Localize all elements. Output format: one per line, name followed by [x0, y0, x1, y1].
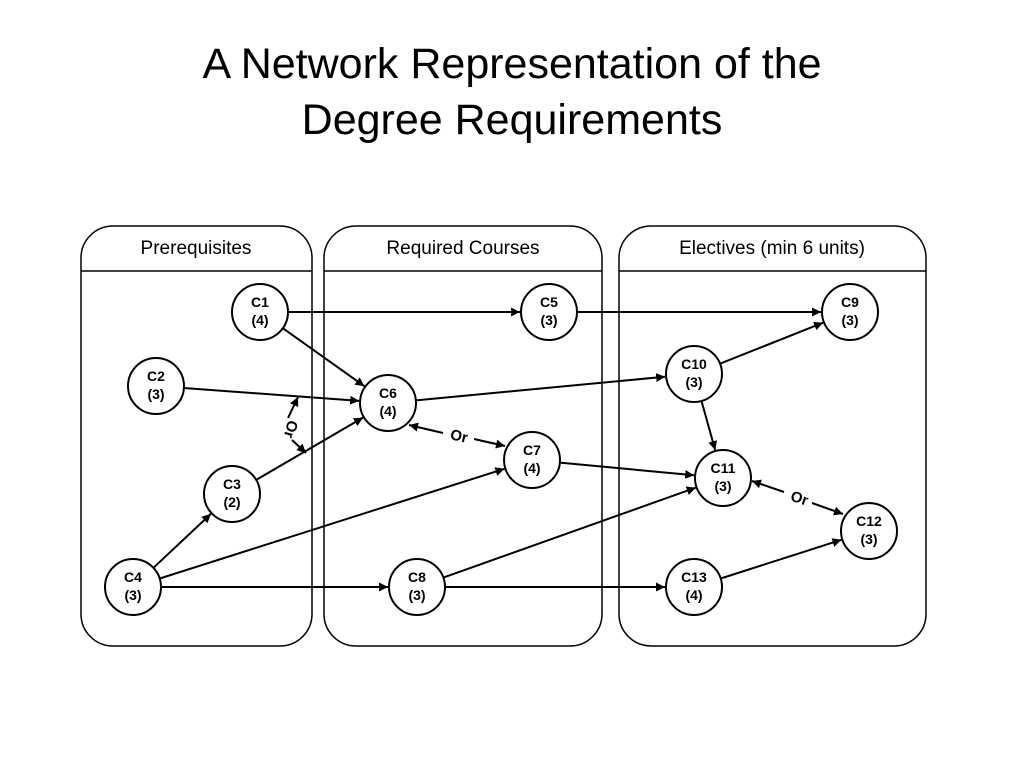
node-c3-units: (2) [223, 494, 240, 510]
node-c5-circle [520, 283, 578, 341]
edge-c7-to-c11 [559, 461, 695, 479]
node-c2-units: (3) [147, 386, 164, 402]
edge-c1-to-c6 [282, 327, 365, 388]
node-c9-units: (3) [841, 312, 858, 328]
node-c3: C3 (2) [203, 465, 261, 523]
node-c4: C4 (3) [104, 558, 162, 616]
node-c6: C6 (4) [359, 374, 417, 432]
node-c10-units: (3) [685, 374, 702, 390]
node-c4-label: C4 [124, 569, 142, 585]
node-c9-label: C9 [841, 294, 859, 310]
node-c8-units: (3) [408, 587, 425, 603]
or-arrow-up [287, 396, 299, 419]
node-c3-circle [203, 465, 261, 523]
edge-c10-to-c9 [719, 321, 824, 365]
or-arrow-to-c6 [408, 422, 444, 434]
node-c7: C7 (4) [503, 431, 561, 489]
column-prerequisites-frame [80, 225, 313, 647]
column-required-title: Required Courses [386, 238, 539, 259]
node-c13-units: (4) [685, 587, 702, 603]
node-c12-circle [840, 502, 898, 560]
node-c2-label: C2 [147, 368, 165, 384]
node-c11-circle [694, 449, 752, 507]
node-c1-units: (4) [251, 312, 268, 328]
edge-c6-to-c10 [415, 373, 666, 402]
slide-title-line-1: A Network Representation of the [202, 40, 822, 88]
slide-title-line-2: Degree Requirements [301, 96, 723, 144]
node-c11: C11 (3) [694, 449, 752, 507]
node-c3-label: C3 [223, 476, 241, 492]
node-c5-label: C5 [540, 294, 558, 310]
node-c9: C9 (3) [821, 283, 879, 341]
column-required-frame [323, 225, 603, 647]
node-c8-label: C8 [408, 569, 426, 585]
node-c6-label: C6 [379, 385, 397, 401]
node-c8: C8 (3) [388, 558, 446, 616]
or-relation-c2-c3: Or [280, 396, 307, 454]
or-relation-c11-c12: Or [751, 479, 844, 516]
or-label-c11-c12: Or [788, 488, 810, 510]
node-c10: C10 (3) [665, 345, 723, 403]
edge-c3-to-c6 [255, 416, 364, 481]
slide-title: A Network Representation of the Degree R… [0, 36, 1024, 148]
node-c4-units: (3) [124, 587, 141, 603]
node-c7-units: (4) [523, 460, 540, 476]
or-arrow-to-c7 [473, 438, 506, 449]
column-electives: Electives (min 6 units) [618, 225, 927, 647]
edge-c2-to-c6 [183, 387, 360, 405]
node-c1: C1 (4) [231, 283, 289, 341]
node-c12-label: C12 [856, 513, 882, 529]
node-c2-circle [127, 357, 185, 415]
node-c6-units: (4) [379, 403, 396, 419]
edge-c13-to-c12 [720, 538, 842, 580]
node-c10-label: C10 [681, 356, 707, 372]
column-prerequisites-title: Prerequisites [141, 238, 252, 259]
node-c5: C5 (3) [520, 283, 578, 341]
node-c12: C12 (3) [840, 502, 898, 560]
edge-c8-to-c11 [443, 486, 697, 579]
node-c6-circle [359, 374, 417, 432]
node-c5-units: (3) [540, 312, 557, 328]
or-relation-c6-c7: Or [408, 422, 506, 449]
edge-c4-to-c7 [159, 467, 505, 580]
node-c13-circle [665, 558, 723, 616]
node-c13-label: C13 [681, 569, 707, 585]
node-c11-units: (3) [714, 478, 731, 494]
node-c12-units: (3) [860, 531, 877, 547]
column-electives-frame [618, 225, 927, 647]
edges-layer [152, 307, 842, 592]
node-c8-circle [388, 558, 446, 616]
node-c1-circle [231, 283, 289, 341]
node-c13: C13 (4) [665, 558, 723, 616]
node-c11-label: C11 [711, 460, 736, 476]
node-c2: C2 (3) [127, 357, 185, 415]
column-electives-title: Electives (min 6 units) [679, 238, 865, 259]
or-label-c2-c3: Or [280, 419, 301, 440]
column-required-courses: Required Courses [323, 225, 603, 647]
nodes-layer: C1 (4) C2 (3) C3 (2) C4 (3) C5 (3) C6 (4… [104, 283, 898, 616]
edge-c10-to-c11 [700, 400, 718, 451]
column-prerequisites: Prerequisites [80, 225, 313, 647]
or-arrow-to-c11 [751, 479, 785, 493]
node-c1-label: C1 [251, 294, 269, 310]
node-c10-circle [665, 345, 723, 403]
or-label-c6-c7: Or [449, 426, 470, 446]
node-c7-circle [503, 431, 561, 489]
or-arrow-down [291, 439, 307, 454]
node-c9-circle [821, 283, 879, 341]
node-c4-circle [104, 558, 162, 616]
node-c7-label: C7 [523, 442, 541, 458]
edge-c4-to-c3 [152, 513, 212, 569]
or-arrow-to-c12 [811, 502, 844, 516]
